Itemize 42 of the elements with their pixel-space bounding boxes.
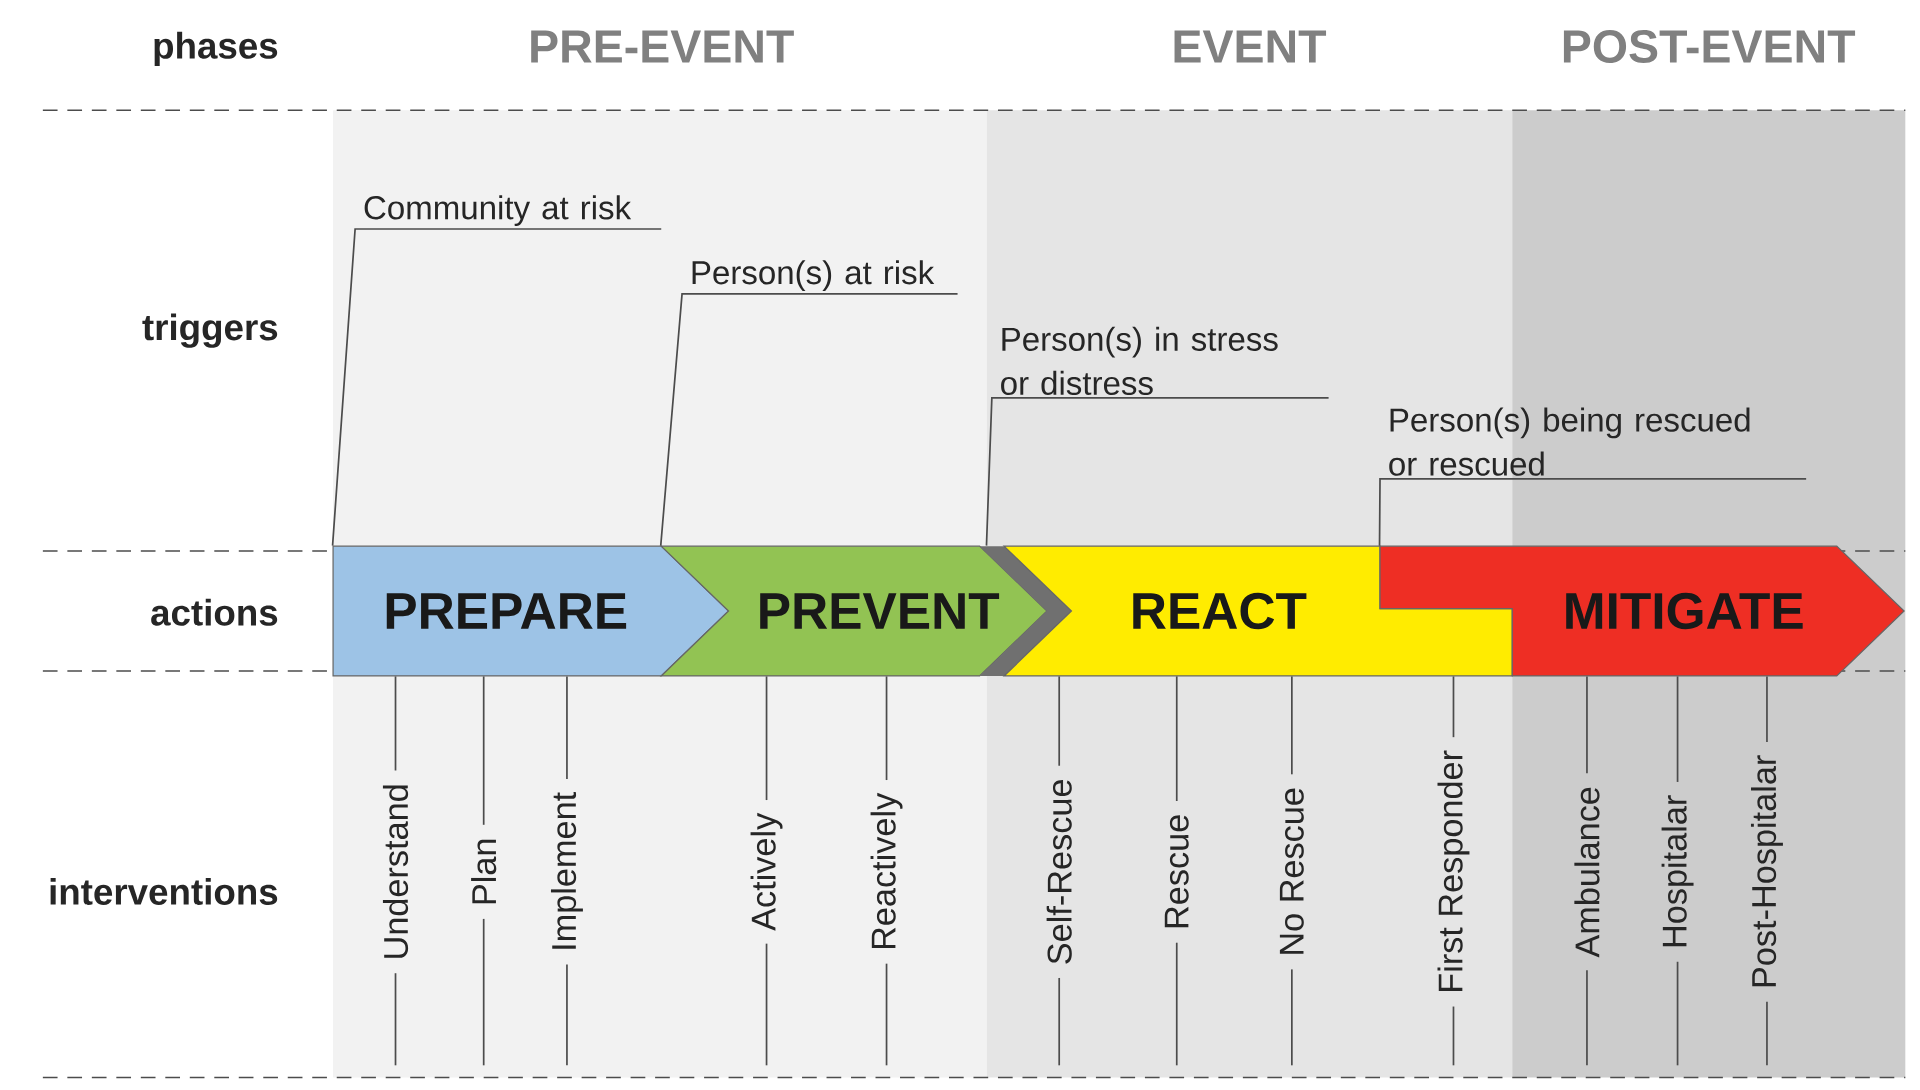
intervention-label: Reactively — [870, 792, 903, 949]
leader-line — [659, 293, 959, 547]
connector-line — [1452, 675, 1455, 739]
connector-line — [1291, 675, 1293, 776]
connector-line — [1058, 675, 1061, 767]
trigger-text: Person(s) being rescued or rescued — [1389, 407, 1750, 476]
connector-line — [765, 675, 768, 801]
action-band: MITIGATE — [1379, 545, 1905, 677]
intervention-label: Understand — [382, 785, 409, 958]
connector-line — [1766, 675, 1768, 743]
intervention-label: Hospitalar — [1661, 795, 1694, 947]
action-band: PREVENT — [659, 545, 1048, 677]
intervention-label: Rescue — [1164, 815, 1189, 928]
connector-line — [885, 675, 888, 781]
row-heading: actions — [151, 598, 278, 626]
connector-line — [1175, 675, 1178, 802]
connector-line — [482, 675, 485, 826]
action-band: PREPARE — [332, 545, 730, 677]
leader-line — [1378, 478, 1807, 547]
trigger-text: Person(s) in stress or distress — [1001, 326, 1278, 396]
phase-heading: EVENT — [1174, 30, 1327, 63]
intervention-label: Actively — [750, 812, 783, 931]
trigger-text: Person(s) at risk — [692, 260, 935, 292]
leader-line — [985, 397, 1330, 547]
intervention-label: Implement — [550, 792, 583, 949]
connector-line — [1586, 675, 1588, 775]
intervention-label: Plan — [471, 839, 497, 904]
connector-line — [394, 675, 397, 772]
intervention-label: Post-Hospitalar — [1750, 755, 1783, 987]
connector-line — [1676, 675, 1679, 783]
intervention-label: Self-Rescue — [1046, 780, 1072, 964]
leader-line — [331, 228, 663, 547]
intervention-label: First Responder — [1437, 750, 1470, 992]
phase-heading: PRE-EVENT — [531, 30, 794, 63]
phase-heading: POST-EVENT — [1563, 30, 1856, 64]
connector-line — [566, 675, 568, 781]
row-heading: interventions — [50, 878, 278, 905]
trigger-text: Community at risk — [364, 195, 632, 227]
intervention-label: Ambulance — [1574, 787, 1600, 958]
intervention-label: No Rescue — [1279, 788, 1304, 954]
row-heading: triggers — [142, 313, 278, 348]
row-heading: phases — [154, 31, 278, 67]
